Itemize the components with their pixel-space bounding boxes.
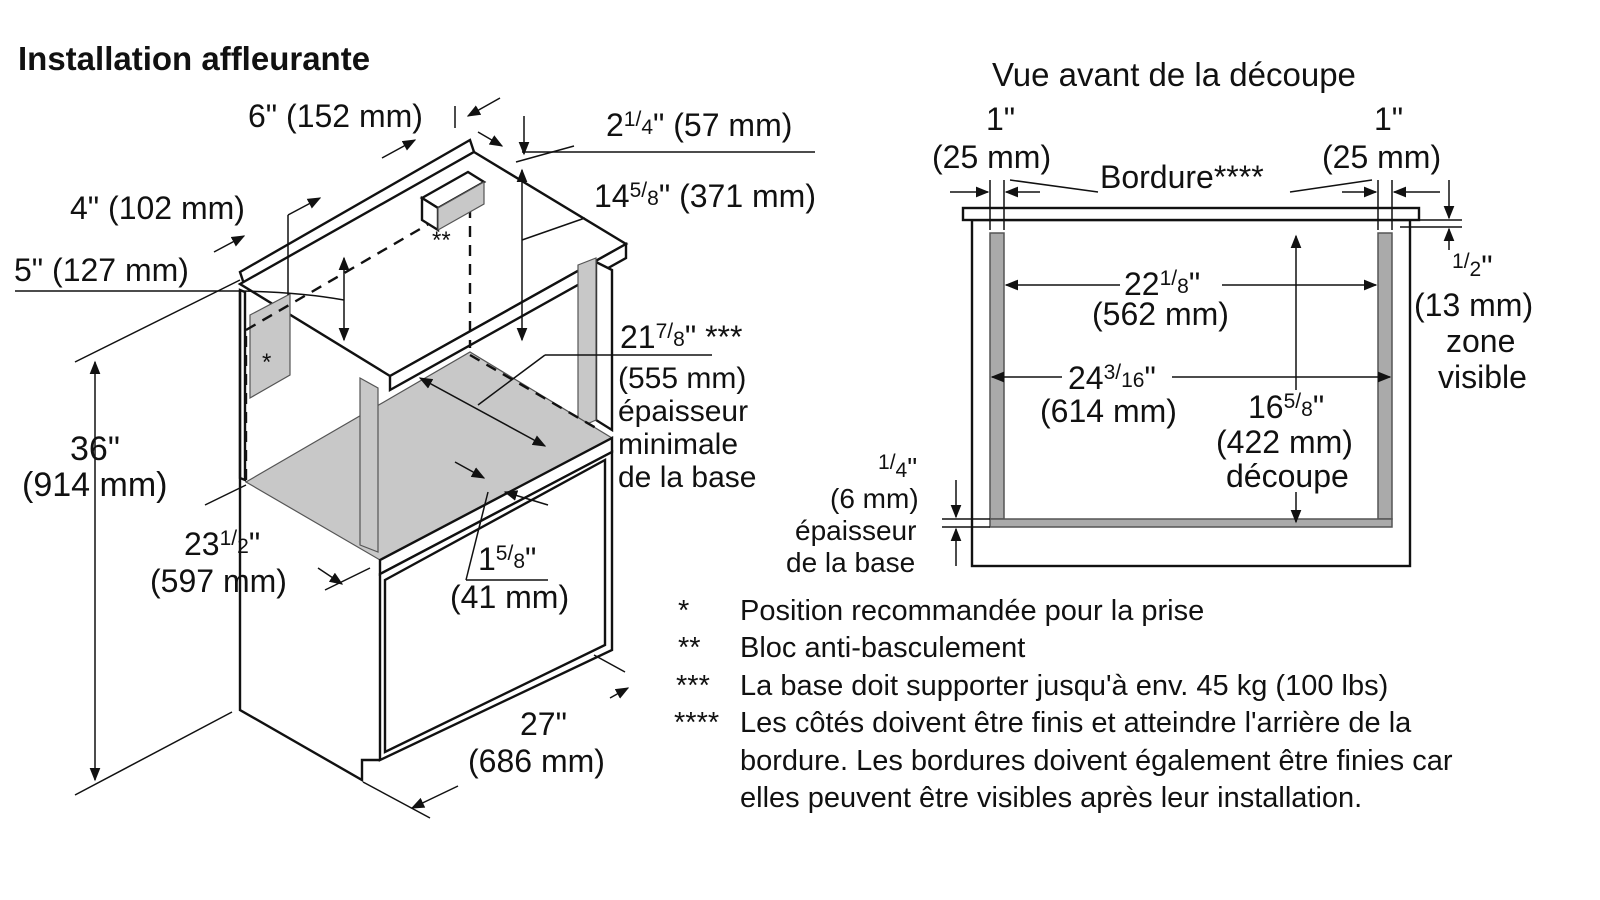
hidden-edge-back [469, 353, 597, 430]
anti-tip-mark: ** [432, 227, 451, 254]
outlet-mark: * [262, 349, 271, 376]
inner-width: 221/8" [1124, 266, 1200, 302]
dim-14-5-8: 145/8" (371 mm) [594, 178, 816, 214]
left-gap-in: 1" [986, 101, 1015, 137]
base-thick-l2: de la base [786, 547, 915, 578]
left-gap-mm: (25 mm) [932, 139, 1051, 175]
dim-21-7-8: 217/8" *** [620, 319, 742, 355]
cutout-height: 165/8" [1248, 389, 1324, 425]
right-title: Vue avant de la découpe [992, 56, 1356, 93]
dim-1-5-8-mm: (41 mm) [450, 579, 569, 615]
cabinet-dimension-lines [15, 97, 815, 819]
border-trim [961, 206, 1421, 222]
base-thick-l1: épaisseur [795, 515, 916, 546]
visible-zone-mm: (13 mm) [1414, 287, 1533, 323]
note-mark: *** [676, 670, 710, 702]
front-upright [359, 376, 379, 553]
bordure-label: Bordure**** [1100, 159, 1264, 195]
left-title: Installation affleurante [18, 40, 370, 77]
base-note-3: de la base [618, 461, 756, 494]
dim-4in: 4" (102 mm) [70, 190, 245, 226]
dim-21-7-8-mm: (555 mm) [618, 362, 746, 395]
dim-36in: 36" [70, 430, 120, 468]
cabinet-right-panel [594, 260, 614, 433]
base-thick-frac: 1/4" [878, 451, 917, 483]
base-thick-mm: (6 mm) [830, 483, 919, 514]
note-text: La base doit supporter jusqu'à env. 45 k… [740, 670, 1388, 702]
note-mark: * [678, 595, 689, 627]
outer-width-mm: (614 mm) [1040, 393, 1177, 429]
right-side-finish [1377, 232, 1393, 520]
dim-27in-mm: (686 mm) [468, 743, 605, 779]
dim-6in: 6" (152 mm) [248, 98, 423, 134]
cutout-height-mm: (422 mm) [1216, 424, 1353, 460]
cutout-drawing [961, 206, 1421, 568]
cabinet-outline [970, 218, 1412, 568]
interior-side-panel [577, 257, 597, 429]
visible-zone-l1: zone [1446, 323, 1515, 359]
visible-zone-frac: 1/2" [1452, 249, 1493, 285]
dim-27in: 27" [520, 706, 567, 742]
footnotes: * Position recommandée pour la prise ** … [674, 595, 1453, 814]
note-text: elles peuvent être visibles après leur i… [740, 782, 1362, 814]
dim-5in: 5" (127 mm) [14, 252, 189, 288]
outlet-zone [249, 293, 291, 400]
note-text: bordure. Les bordures doivent également … [740, 745, 1453, 777]
cabinet-left-lower [238, 480, 380, 783]
note-mark: ** [678, 632, 701, 664]
right-gap-in: 1" [1374, 101, 1403, 137]
inner-width-mm: (562 mm) [1092, 296, 1229, 332]
cutout-height-label: découpe [1226, 458, 1349, 494]
note-text: Bloc anti-basculement [740, 632, 1025, 664]
note-text: Position recommandée pour la prise [740, 595, 1204, 627]
base-note-2: minimale [618, 428, 738, 461]
note-text: Les côtés doivent être finis et atteindr… [740, 707, 1412, 739]
cutout-dimension-lines [942, 179, 1462, 566]
dim-36in-mm: (914 mm) [22, 466, 167, 504]
dim-23-1-2-mm: (597 mm) [150, 563, 287, 599]
right-gap-mm: (25 mm) [1322, 139, 1441, 175]
countertop-edge [388, 241, 628, 393]
hidden-edges-top [245, 197, 472, 348]
countertop [237, 150, 629, 378]
base-finish [989, 518, 1393, 528]
cabinet-drawing: * ** [237, 138, 629, 783]
dim-23-1-2: 231/2" [184, 526, 260, 562]
anti-tip-block [419, 170, 487, 233]
base-note-1: épaisseur [618, 395, 748, 428]
outer-width: 243/16" [1068, 360, 1156, 396]
note-mark: **** [674, 707, 719, 739]
dim-1-5-8: 15/8" [478, 541, 536, 577]
dim-2-1-4: 21/4" (57 mm) [606, 107, 792, 143]
left-side-finish [989, 232, 1005, 520]
visible-zone-l2: visible [1438, 359, 1527, 395]
